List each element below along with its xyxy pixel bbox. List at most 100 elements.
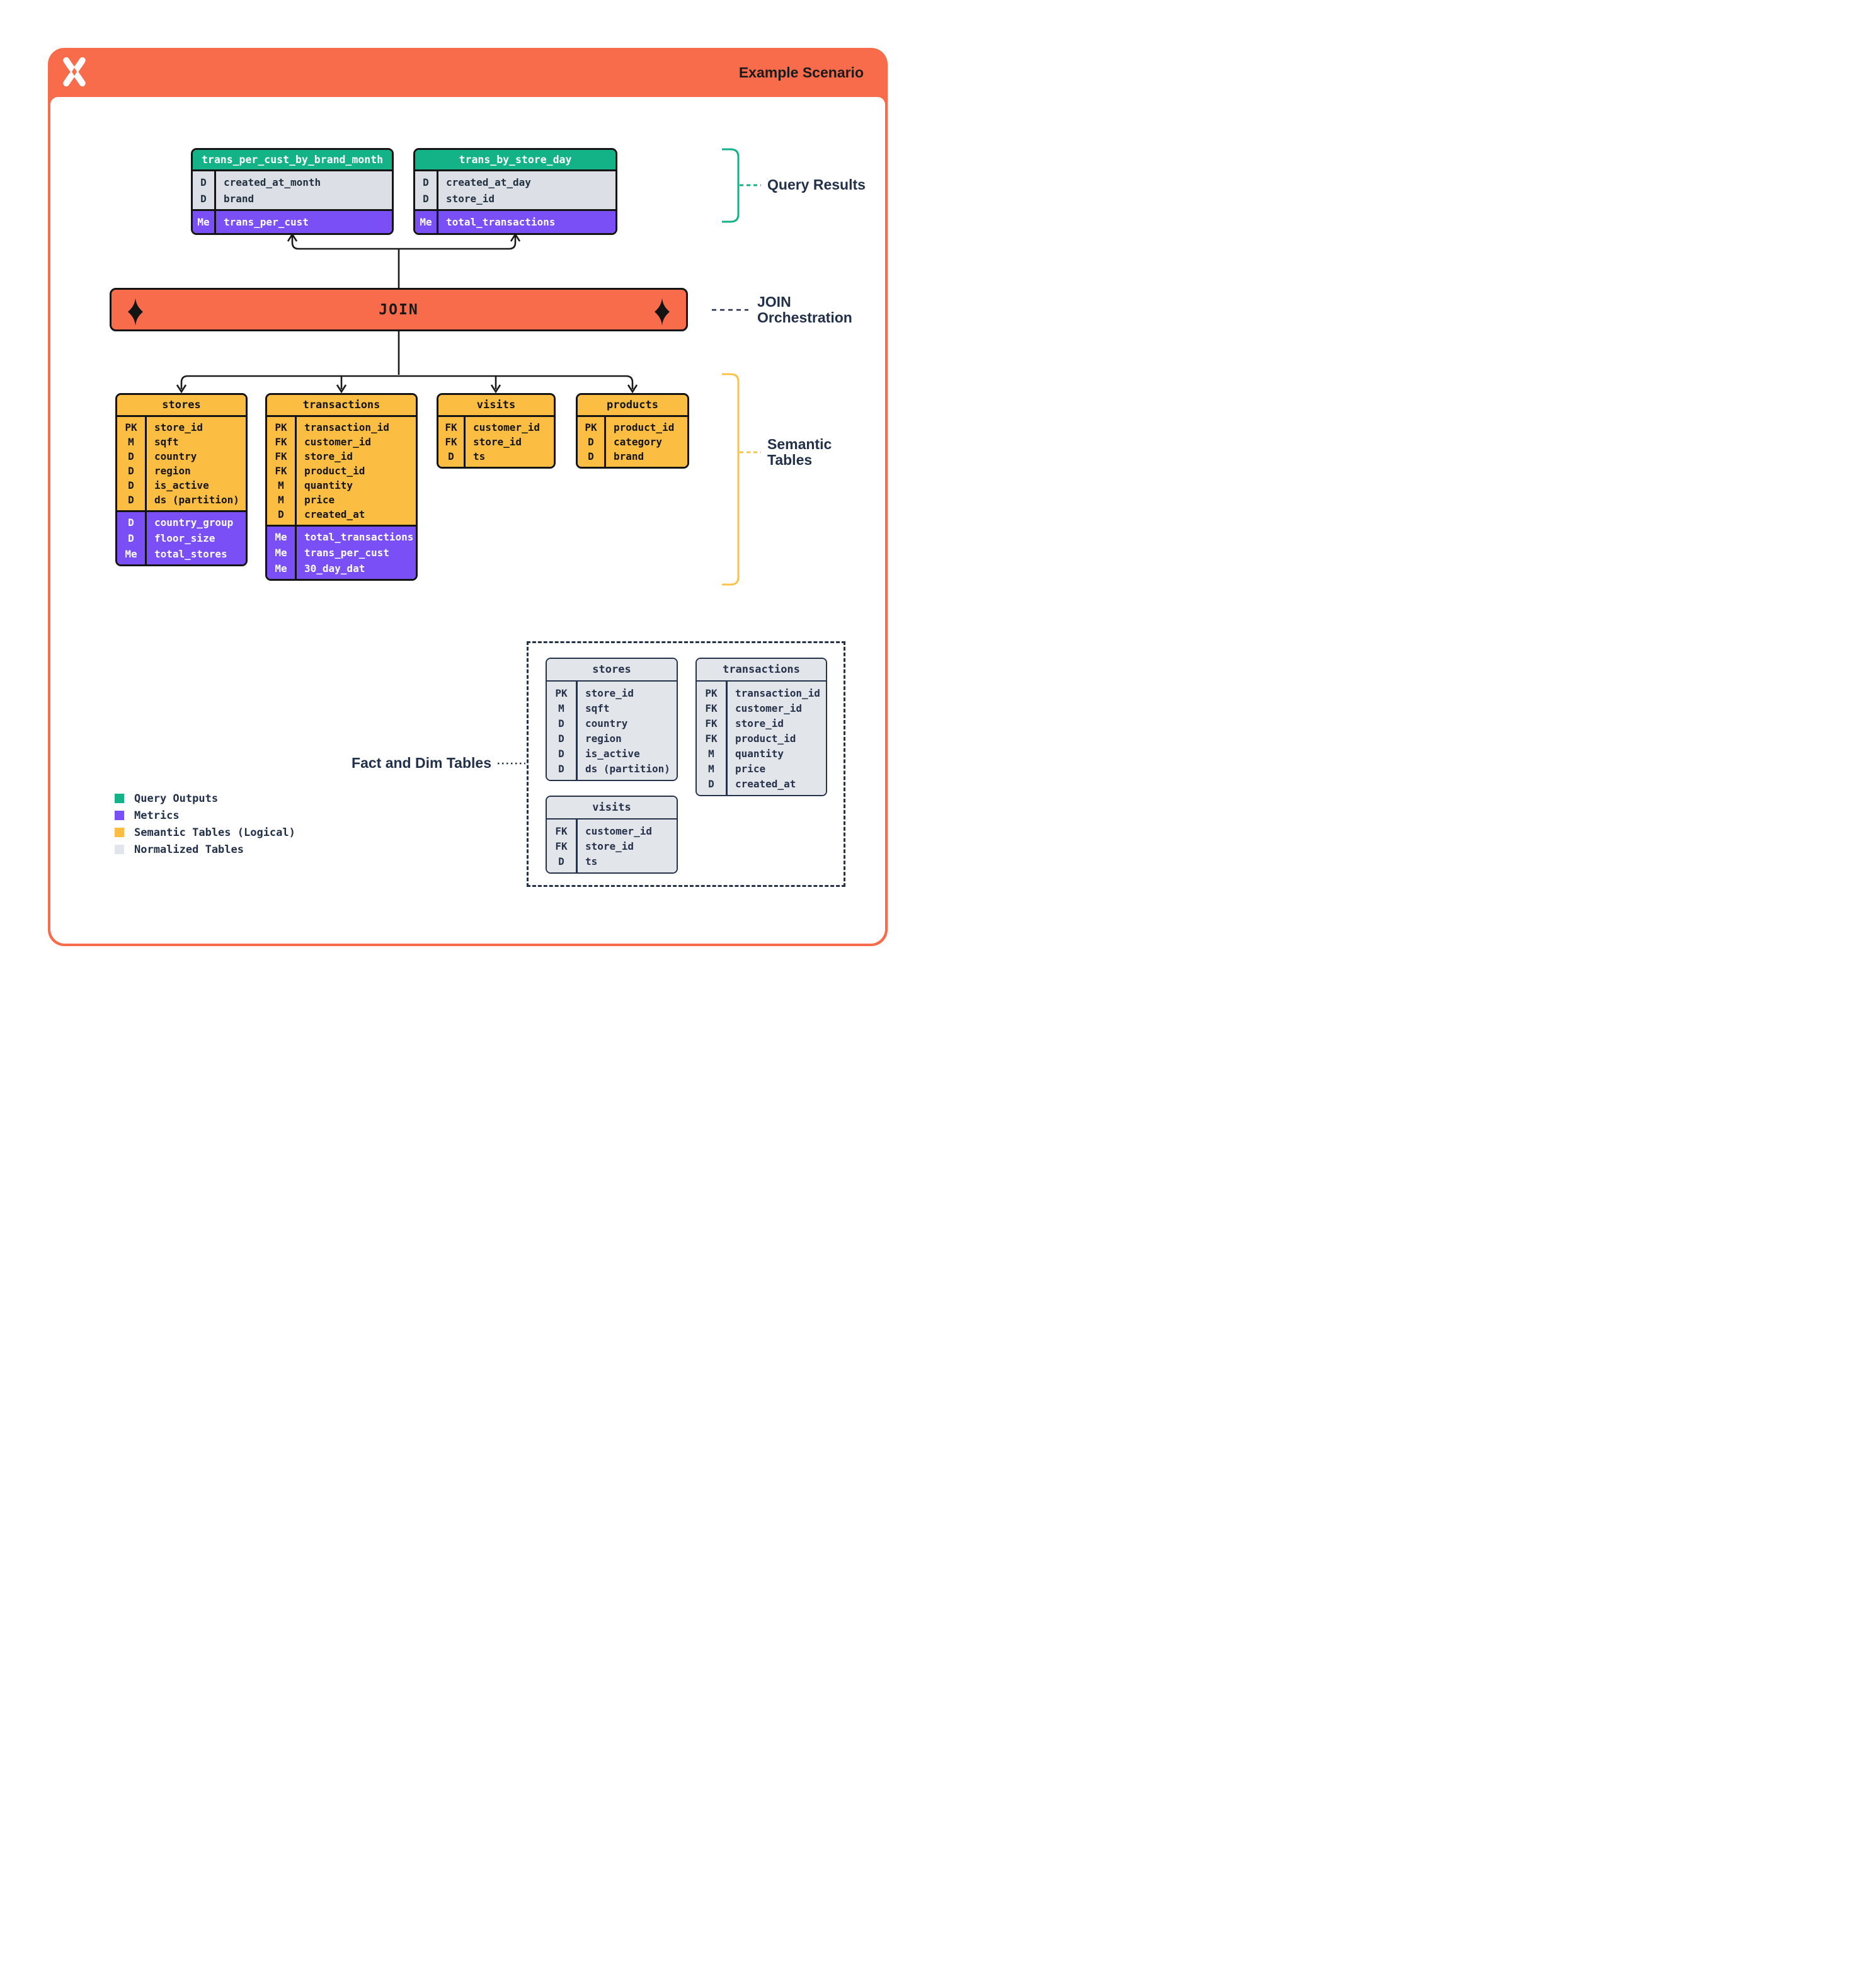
row-field: is_active [154, 479, 209, 491]
row-key: D [558, 747, 564, 760]
row-field: ts [473, 450, 486, 462]
legend-item: Semantic Tables (Logical) [115, 824, 295, 841]
row-key: M [278, 494, 284, 506]
legend: Query Outputs Metrics Semantic Tables (L… [115, 790, 295, 858]
row-key: FK [555, 825, 568, 837]
row-field: quantity [304, 479, 353, 491]
row-field: created_at [735, 777, 796, 790]
row-field: store_id [304, 450, 353, 462]
row-field: floor_size [154, 532, 215, 544]
row-field: total_transactions [304, 531, 414, 543]
row-field: total_transactions [446, 216, 556, 228]
row-key: M [128, 436, 134, 448]
row-key: FK [705, 702, 718, 714]
row-field: price [735, 762, 766, 775]
table-row: Me trans_per_cust [267, 545, 416, 561]
row-key: D [128, 517, 134, 528]
example-scenario-diagram: Example Scenario [0, 0, 936, 994]
row-key: PK [125, 421, 137, 433]
row-field: country [585, 717, 628, 729]
row-key: D [128, 532, 134, 544]
semantic-tables-label: Semantic Tables [767, 436, 832, 469]
row-key: M [708, 747, 714, 760]
row-field: ts [585, 855, 598, 867]
row-field: trans_per_cust [224, 216, 309, 228]
row-field: transaction_id [735, 687, 820, 699]
table-header: stores [547, 659, 677, 682]
row-key: D [128, 465, 134, 477]
row-field: store_id [473, 436, 522, 448]
sparkle-icon [128, 298, 143, 326]
table-row: PK transaction_id [267, 420, 416, 435]
row-field: store_id [735, 717, 784, 729]
row-key: D [200, 192, 207, 205]
row-key: Me [125, 548, 137, 560]
table-header: transactions [697, 659, 826, 682]
row-field: quantity [735, 747, 784, 760]
legend-label: Query Outputs [134, 792, 219, 805]
row-key: FK [445, 421, 457, 433]
row-field: created_at_month [224, 176, 321, 188]
row-field: store_id [585, 840, 634, 852]
row-field: region [154, 465, 191, 477]
row-field: sqft [585, 702, 610, 714]
row-field: category [614, 436, 663, 448]
legend-item: Metrics [115, 807, 295, 824]
row-key: PK [275, 421, 287, 433]
table-header: visits [438, 395, 554, 417]
row-key: D [448, 450, 454, 462]
row-field: trans_per_cust [304, 547, 389, 559]
row-key: Me [275, 547, 287, 559]
row-field: brand [614, 450, 644, 462]
semantic-tables-label-line1: Semantic [767, 436, 832, 452]
join-orchestration-label-line2: Orchestration [757, 309, 852, 326]
legend-label: Semantic Tables (Logical) [134, 826, 295, 839]
row-field: product_id [304, 465, 365, 477]
row-key: Me [420, 216, 432, 228]
row-field: country_group [154, 517, 234, 528]
row-field: ds (partition) [154, 494, 239, 506]
row-field: transaction_id [304, 421, 389, 433]
join-orchestration-label-line1: JOIN [757, 294, 791, 310]
row-key: D [423, 192, 429, 205]
legend-label: Metrics [134, 809, 180, 822]
row-field: region [585, 732, 622, 745]
row-field: price [304, 494, 335, 506]
